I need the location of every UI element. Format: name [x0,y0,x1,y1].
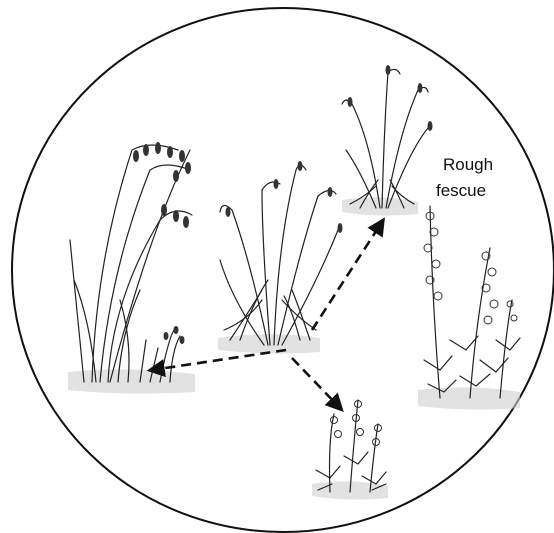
arrow-to-bottom-lupine [292,358,340,408]
arrow-to-rough-fescue [312,222,382,330]
rough-fescue-label-line1: Rough [443,154,493,176]
center-bunchgrass-illustration [218,161,343,354]
right-lupine-illustration [418,206,520,410]
tall-grass-illustration [68,142,195,394]
boundary-circle [12,8,554,532]
rough-fescue-label-line2: fescue [436,180,486,202]
rough-fescue-illustration [342,65,433,216]
bottom-lupine-illustration [312,400,388,500]
